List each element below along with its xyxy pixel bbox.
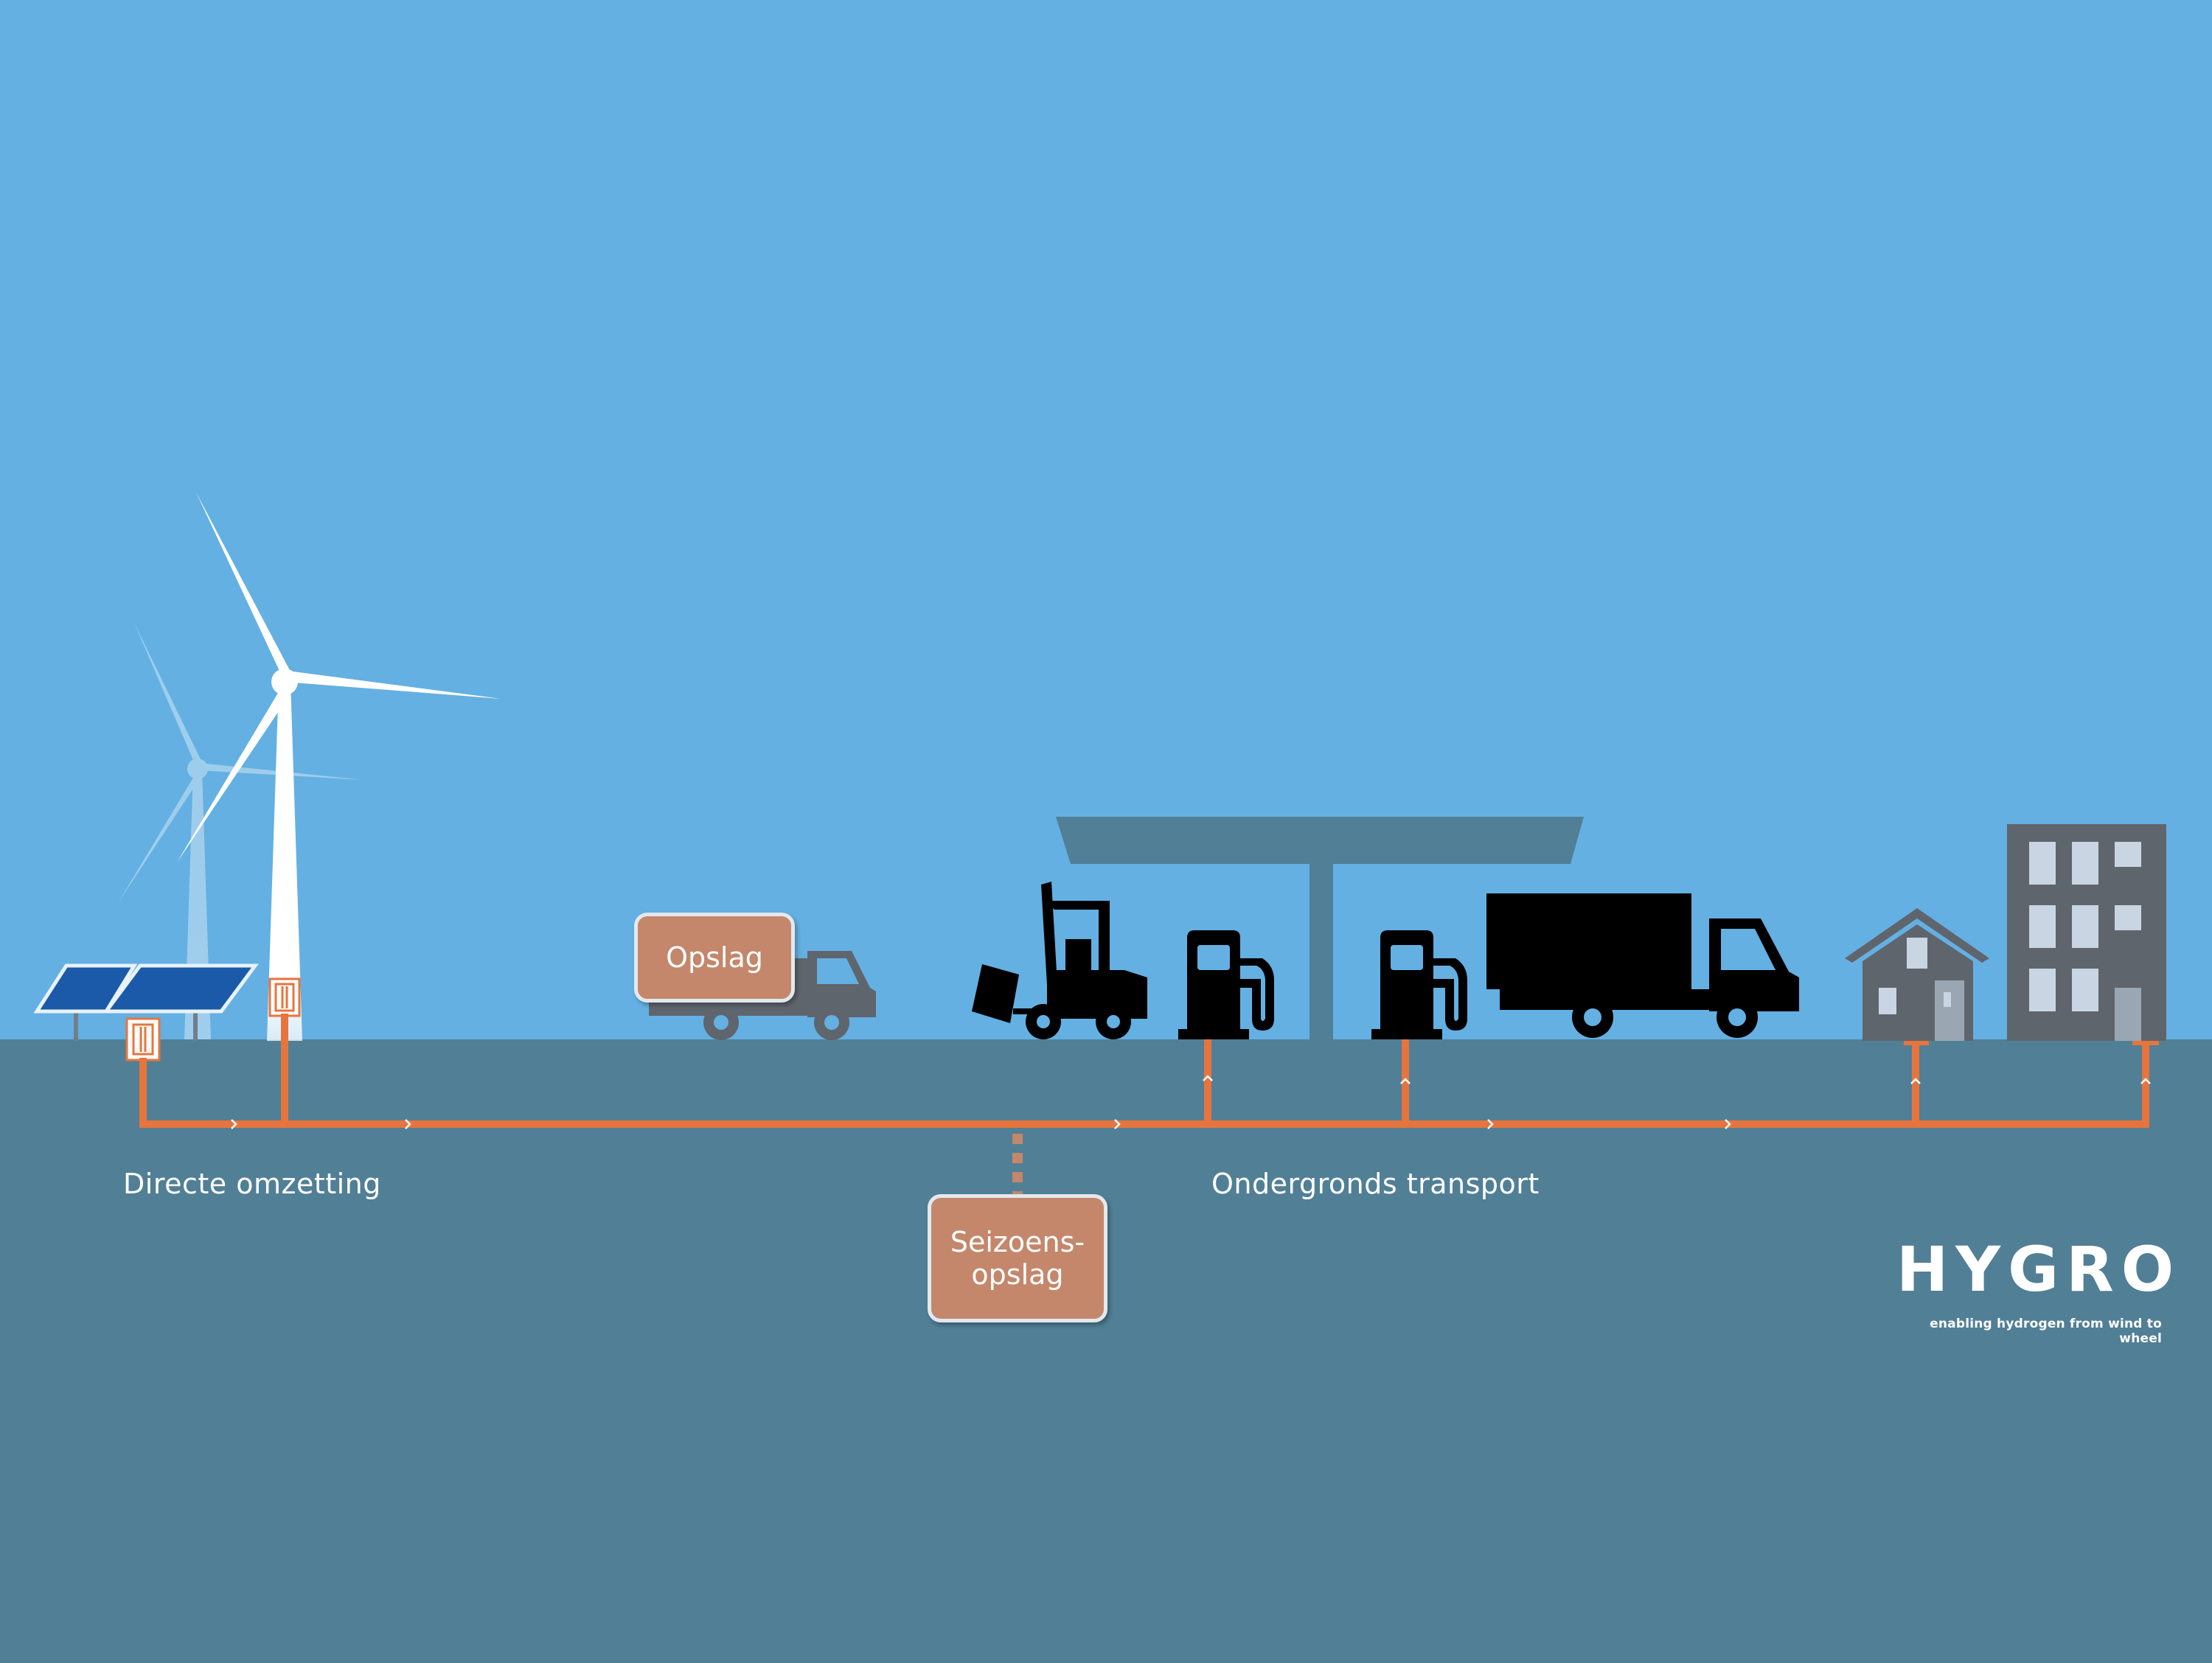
storage-label: Opslag: [666, 941, 763, 974]
lorry-icon: [1486, 893, 1799, 1038]
wind-turbine-icon: [177, 492, 501, 1041]
ground: [0, 1039, 2212, 1663]
flow-arrows: [231, 1075, 2151, 1129]
sky: [0, 0, 2212, 1041]
seasonal-storage-box: Seizoens- opslag: [928, 1194, 1107, 1322]
brand-name: HYGRO: [1896, 1233, 2182, 1305]
electrolyser-icon: [125, 1017, 161, 1061]
turbine-electrolyser-icon: [268, 977, 301, 1017]
forklift-icon: [972, 882, 1147, 1039]
storage-box: Opslag: [634, 913, 795, 1003]
underground-transport-label: Ondergronds transport: [1211, 1168, 1540, 1200]
solar-panel-icon: [33, 963, 259, 1041]
fuel-pump-icon: [1178, 930, 1274, 1039]
seasonal-storage-line1: Seizoens-: [950, 1226, 1085, 1258]
truck-icon: [649, 951, 876, 1040]
brand-tagline: enabling hydrogen from wind to wheel: [1930, 1317, 2162, 1346]
fuel-pump-icon: [1371, 930, 1467, 1039]
direct-conversion-label: Directe omzetting: [123, 1168, 381, 1200]
brand-logo: HYGRO enabling hydrogen from wind to whe…: [1896, 1233, 2182, 1346]
apartment-building-icon: [2007, 824, 2166, 1041]
house-icon: [1845, 908, 1989, 1041]
seasonal-storage-line2: opslag: [971, 1258, 1064, 1291]
fuel-station-canopy: [1056, 817, 1584, 1041]
pipeline-icon: [139, 1014, 2149, 1128]
